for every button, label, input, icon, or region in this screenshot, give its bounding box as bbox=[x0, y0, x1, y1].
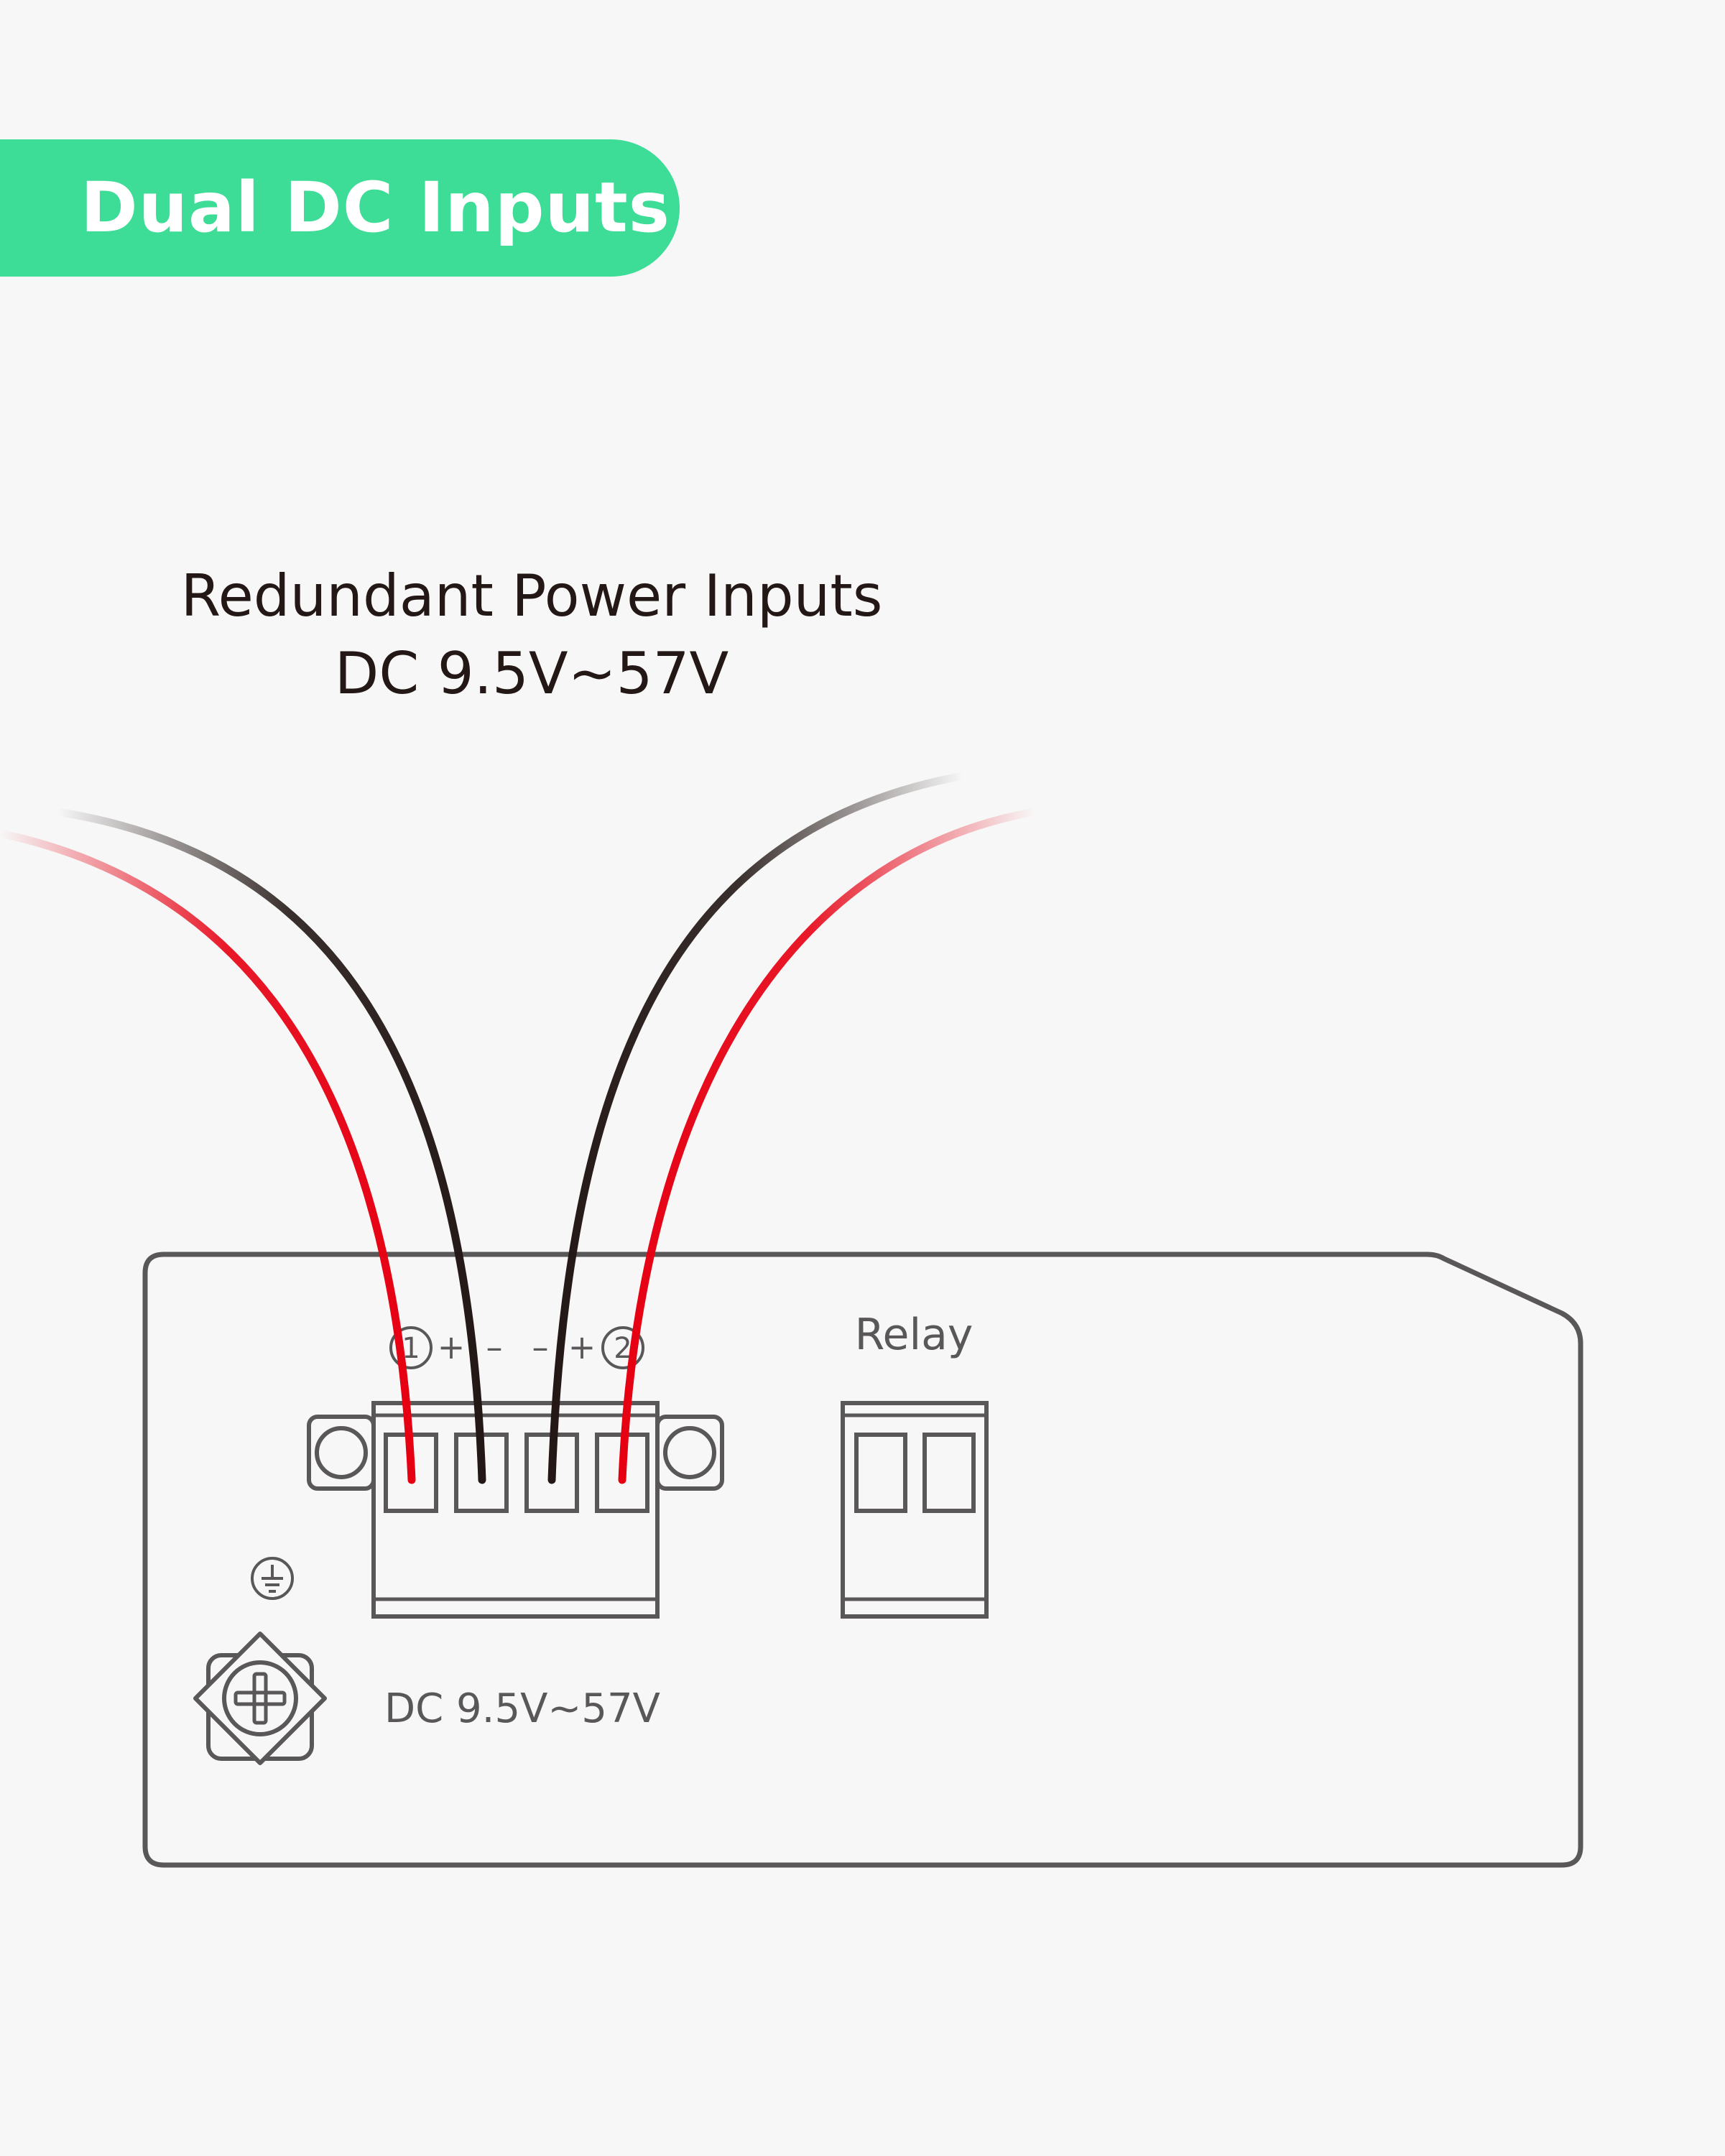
input-1-positive-label: + bbox=[438, 1328, 466, 1366]
input-2-marker bbox=[601, 1326, 644, 1369]
relay-slot-2 bbox=[922, 1433, 976, 1513]
relay-label: Relay bbox=[855, 1310, 974, 1360]
device-panel bbox=[142, 1252, 1583, 1868]
terminal-labels: 1 + – – + 2 bbox=[389, 1326, 644, 1369]
input-1-marker bbox=[389, 1326, 433, 1369]
input-2-positive-label: + bbox=[568, 1328, 596, 1366]
input-1-negative-wire bbox=[53, 808, 486, 1484]
title-banner bbox=[0, 139, 680, 277]
input-1-positive-wire bbox=[0, 829, 416, 1484]
heading-line-1: Redundant Power Inputs bbox=[180, 563, 883, 629]
input-2-positive-wire bbox=[618, 808, 1039, 1484]
terminal-block bbox=[307, 1401, 724, 1619]
relay-connector bbox=[841, 1401, 989, 1619]
heading-line-2: DC 9.5V~57V bbox=[334, 640, 729, 707]
input-2-negative-label: – bbox=[532, 1328, 549, 1366]
ground-icon bbox=[251, 1557, 294, 1600]
relay-slot-1 bbox=[854, 1433, 907, 1513]
ground-screw-icon bbox=[193, 1632, 327, 1765]
input-1-negative-label: – bbox=[486, 1328, 503, 1366]
mounting-screw-left bbox=[315, 1426, 368, 1479]
title-text: Dual DC Inputs bbox=[80, 167, 670, 248]
mounting-screw-right bbox=[663, 1426, 716, 1479]
panel-voltage-label: DC 9.5V~57V bbox=[384, 1685, 660, 1732]
input-2-negative-wire bbox=[547, 772, 967, 1484]
